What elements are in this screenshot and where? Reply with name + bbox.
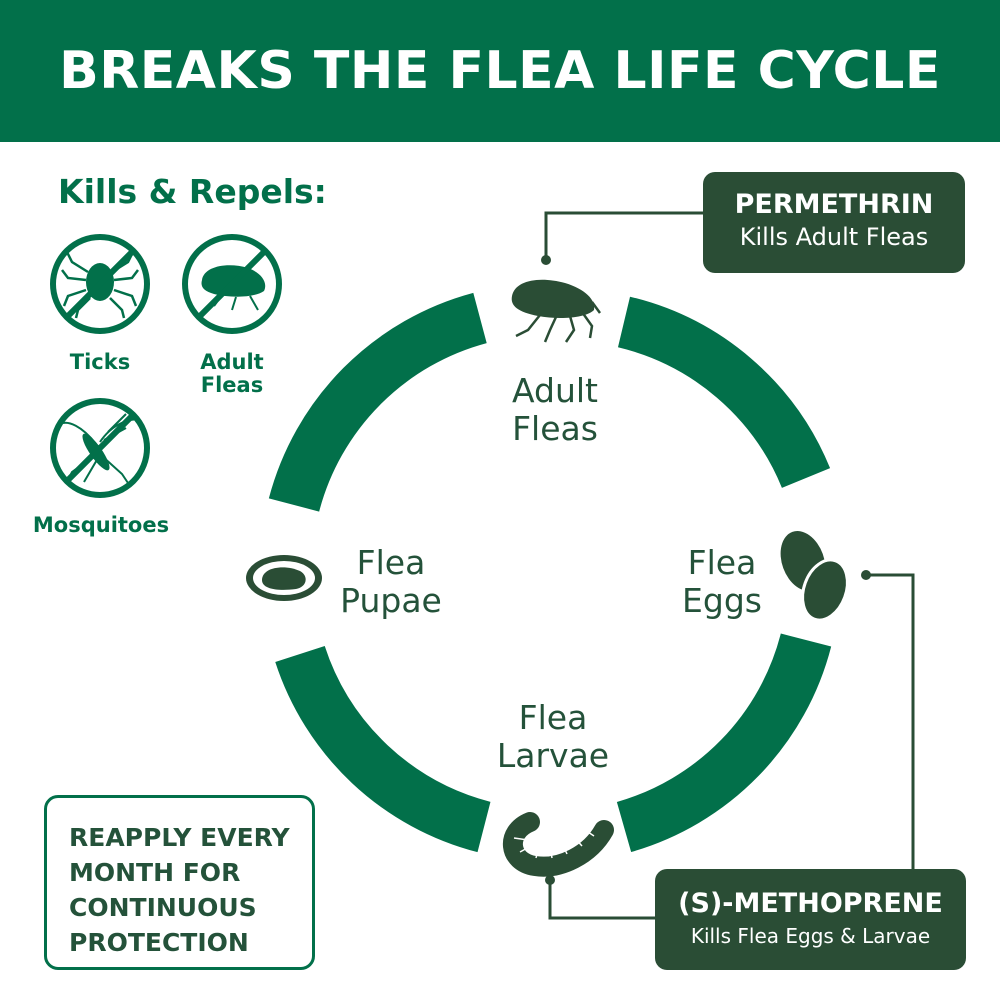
stage-label-adult-fleas: Adult Fleas (512, 371, 598, 448)
permethrin-callout: PERMETHRIN Kills Adult Fleas (703, 172, 965, 273)
cycle-arc-bottom-right (616, 633, 832, 853)
stage-label-flea-eggs: Flea Eggs (682, 543, 762, 620)
methoprene-connector-larvae (548, 880, 658, 920)
permethrin-connector (544, 211, 706, 260)
kills-repels-heading: Kills & Repels: (58, 172, 327, 211)
pest-label-ticks: Ticks (69, 350, 131, 374)
pest-label-mosquitoes: Mosquitoes (32, 513, 170, 537)
permethrin-subtitle: Kills Adult Fleas (739, 223, 929, 251)
banner-title: BREAKS THE FLEA LIFE CYCLE (59, 41, 941, 101)
reapply-box: REAPPLY EVERY MONTH FOR CONTINUOUS PROTE… (44, 795, 315, 970)
flea-eggs-icon (780, 530, 849, 622)
methoprene-callout: (S)-METHOPRENE Kills Flea Eggs & Larvae (655, 869, 966, 970)
adult-flea-icon (511, 279, 602, 343)
larvae-connector-dot (545, 875, 555, 885)
stage-label-flea-pupae: Flea Pupae (340, 543, 442, 620)
methoprene-subtitle: Kills Flea Eggs & Larvae (690, 924, 931, 948)
permethrin-title: PERMETHRIN (734, 189, 934, 220)
stage-label-flea-larvae: Flea Larvae (496, 698, 610, 775)
flea-pupa-icon (246, 555, 322, 601)
permethrin-connector-dot (541, 255, 551, 265)
flea-icon (182, 234, 282, 334)
cycle-arc-top-right (617, 296, 831, 489)
pest-label-adult-fleas: Adult Fleas (200, 350, 264, 397)
title-banner: BREAKS THE FLEA LIFE CYCLE (0, 0, 1000, 142)
mosquito-icon (50, 398, 150, 498)
reapply-text: REAPPLY EVERY MONTH FOR CONTINUOUS PROTE… (69, 823, 290, 957)
methoprene-connector-eggs (866, 573, 915, 870)
flea-larva-icon (503, 812, 614, 877)
methoprene-title: (S)-METHOPRENE (678, 888, 943, 919)
eggs-connector-dot (861, 570, 871, 580)
tick-icon (50, 234, 150, 334)
cycle-arc-bottom-left (275, 645, 491, 853)
cycle-arc-top-left (268, 292, 488, 512)
